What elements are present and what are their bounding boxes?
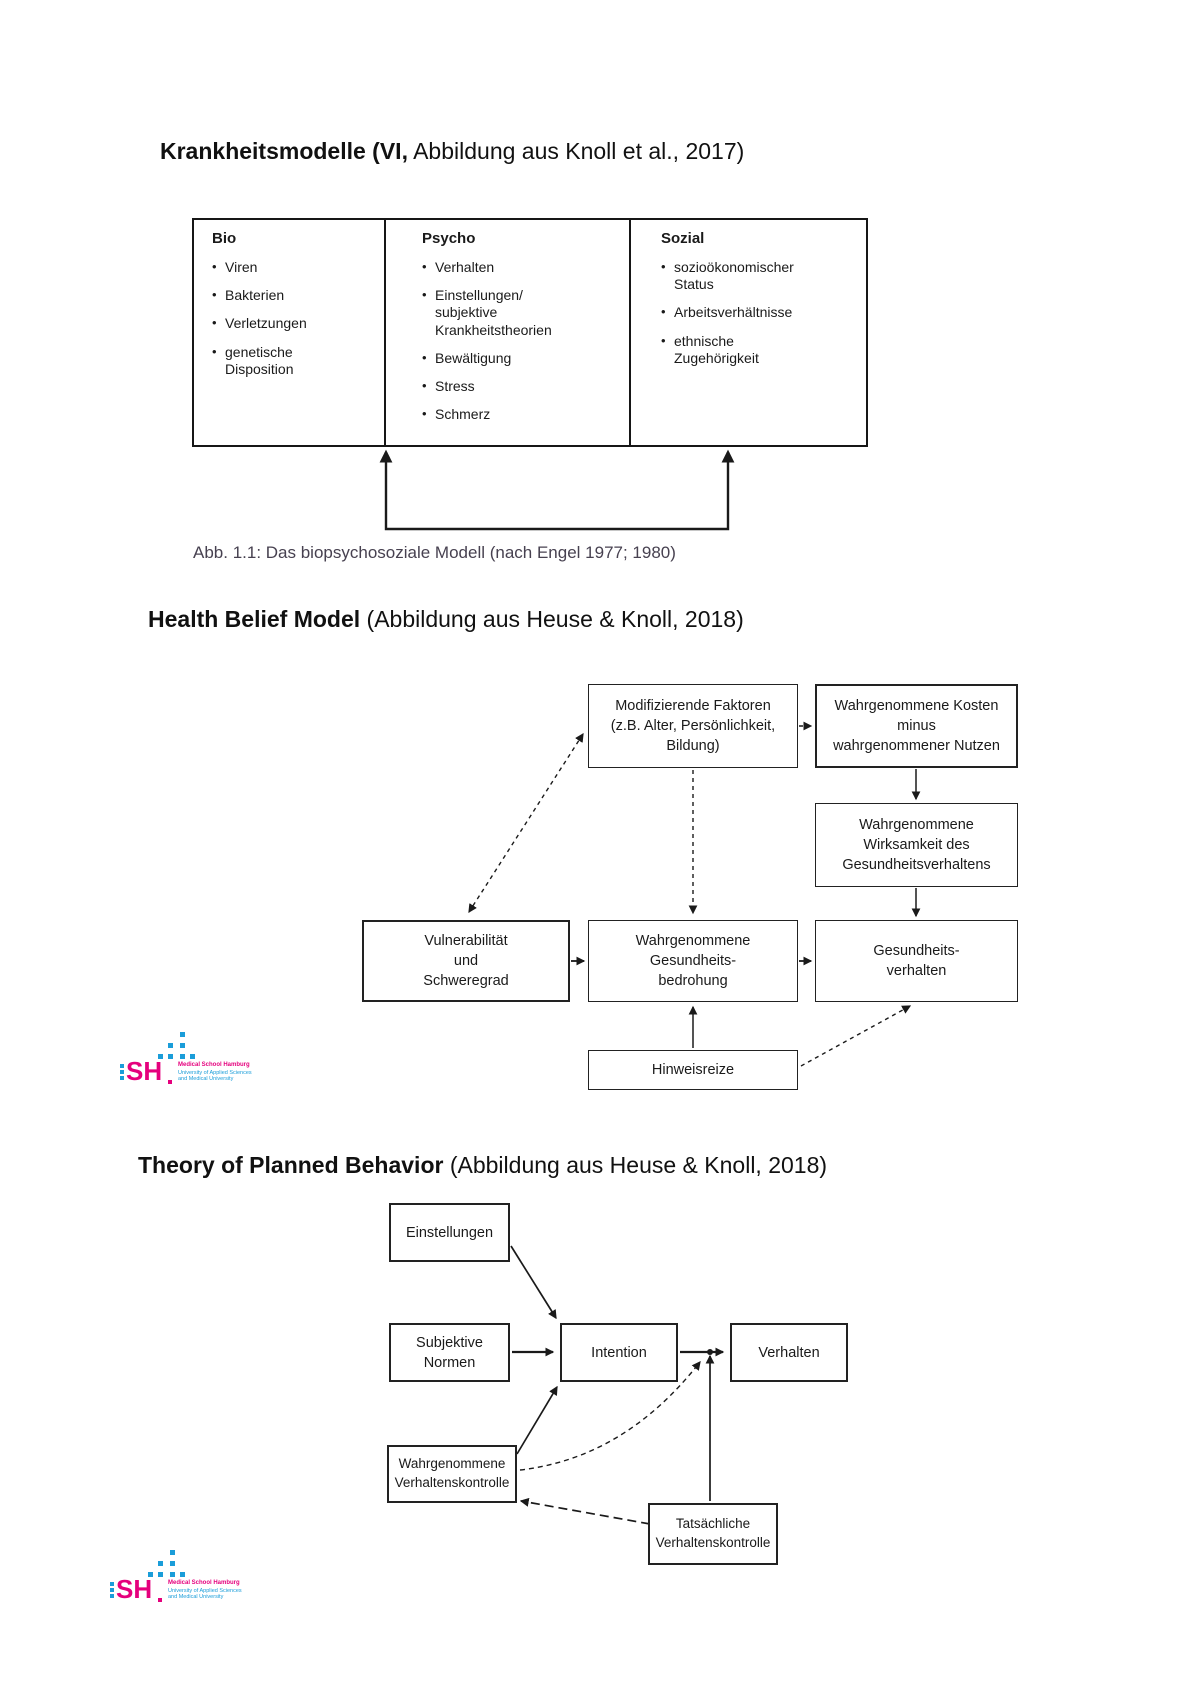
column-sozial-header: Sozial: [661, 230, 705, 247]
msh-logo-dots-icon: [148, 1550, 185, 1577]
column-bio-header: Bio: [212, 230, 237, 247]
title-bold-part: Krankheitsmodelle (VI,: [160, 138, 408, 164]
list-item: Einstellungen/ subjektive Krankheitstheo…: [422, 287, 617, 338]
msh-logo-text: Medical School Hamburg University of App…: [178, 1062, 252, 1083]
divider-psycho-sozial: [629, 218, 631, 447]
msh-logo-line3: and Medical University: [168, 1594, 224, 1601]
msh-logo-dots-icon: [158, 1032, 195, 1059]
msh-logo-line3: and Medical University: [178, 1076, 234, 1083]
figure-caption: Abb. 1.1: Das biopsychosoziale Modell (n…: [193, 543, 676, 562]
title-bold-part: Theory of Planned Behavior: [138, 1152, 444, 1178]
tpb-attitudes-to-intention-arrow: [510, 1245, 557, 1320]
tpb-actual-to-pbc-dashed-arrow: [519, 1497, 651, 1525]
msh-logo-text: Medical School Hamburg University of App…: [168, 1580, 242, 1601]
hbm-box-cues-to-action: Hinweisreize: [588, 1050, 798, 1090]
msh-logo: SH Medical School Hamburg University of …: [110, 1540, 272, 1612]
list-item: Verhalten: [422, 259, 617, 276]
msh-logo-wordmark: SH: [116, 1574, 153, 1604]
list-item: genetische Disposition: [212, 344, 372, 378]
bio-sozial-feedback-arrow: [379, 449, 735, 531]
msh-logo-line2: University of Applied Sciences: [178, 1069, 252, 1076]
msh-logo-i-dots-icon: [110, 1582, 114, 1598]
tpb-box-subjective-norms: Subjektive Normen: [389, 1323, 510, 1382]
tpb-box-perceived-behavioral-control: Wahrgenommene Verhaltenskontrolle: [387, 1445, 517, 1503]
msh-logo: SH Medical School Hamburg University of …: [120, 1022, 282, 1094]
column-bio: Bio Viren Bakterien Verletzungen genetis…: [212, 230, 372, 389]
column-psycho: Psycho Verhalten Einstellungen/ subjekti…: [422, 230, 617, 434]
page-title-health-belief-model: Health Belief Model (Abbildung aus Heuse…: [148, 606, 744, 633]
list-item: Arbeitsverhältnisse: [661, 304, 856, 321]
hbm-box-modifying-factors: Modifizierende Faktoren (z.B. Alter, Per…: [588, 684, 798, 768]
tpb-box-actual-behavioral-control: Tatsächliche Verhaltenskontrolle: [648, 1503, 778, 1565]
divider-bio-psycho: [384, 218, 386, 447]
tpb-box-attitudes: Einstellungen: [389, 1203, 510, 1262]
list-item: Verletzungen: [212, 315, 372, 332]
title-bold-part: Health Belief Model: [148, 606, 361, 632]
hbm-box-vulnerability-severity: Vulnerabilität und Schweregrad: [362, 920, 570, 1002]
list-item: sozioökonomischer Status: [661, 259, 856, 293]
list-item: Bewältigung: [422, 350, 617, 367]
hbm-box-costs-minus-benefits: Wahrgenommene Kosten minus wahrgenommene…: [815, 684, 1018, 768]
hbm-cues-to-behavior-dashed-arrow: [800, 1005, 912, 1067]
msh-logo-period-icon: [168, 1080, 172, 1084]
tpb-junction-dot: [707, 1349, 713, 1355]
list-item: Bakterien: [212, 287, 372, 304]
list-item: Viren: [212, 259, 372, 276]
hbm-box-perceived-threat: Wahrgenommene Gesundheits- bedrohung: [588, 920, 798, 1002]
hbm-box-perceived-effectiveness: Wahrgenommene Wirksamkeit des Gesundheit…: [815, 803, 1018, 887]
column-psycho-header: Psycho: [422, 230, 476, 247]
title-rest-part: (Abbildung aus Heuse & Knoll, 2018): [360, 606, 744, 632]
column-sozial: Sozial sozioökonomischer Status Arbeitsv…: [661, 230, 856, 378]
list-item: ethnische Zugehörigkeit: [661, 333, 856, 367]
msh-logo-line2: University of Applied Sciences: [168, 1587, 242, 1594]
hbm-box-health-behavior: Gesundheits- verhalten: [815, 920, 1018, 1002]
title-rest-part: (Abbildung aus Heuse & Knoll, 2018): [443, 1152, 828, 1178]
msh-logo-line1: Medical School Hamburg: [178, 1062, 250, 1068]
tpb-box-intention: Intention: [560, 1323, 678, 1382]
title-rest-part: Abbildung aus Knoll et al., 2017): [407, 138, 745, 164]
hbm-mod-vulnerability-dashed-arrow: [468, 732, 584, 914]
msh-logo-line1: Medical School Hamburg: [168, 1580, 240, 1586]
msh-logo-period-icon: [158, 1598, 162, 1602]
msh-logo-i-dots-icon: [120, 1064, 124, 1080]
msh-logo-wordmark: SH: [126, 1056, 163, 1086]
list-item: Stress: [422, 378, 617, 395]
page-title-krankheitsmodelle: Krankheitsmodelle (VI, Abbildung aus Kno…: [160, 138, 744, 165]
tpb-pbc-moderation-dashed-arrow: [519, 1361, 701, 1471]
page-title-theory-of-planned-behavior: Theory of Planned Behavior (Abbildung au…: [138, 1152, 827, 1179]
tpb-box-behavior: Verhalten: [730, 1323, 848, 1382]
tpb-pbc-to-intention-arrow: [516, 1385, 558, 1455]
list-item: Schmerz: [422, 406, 617, 423]
